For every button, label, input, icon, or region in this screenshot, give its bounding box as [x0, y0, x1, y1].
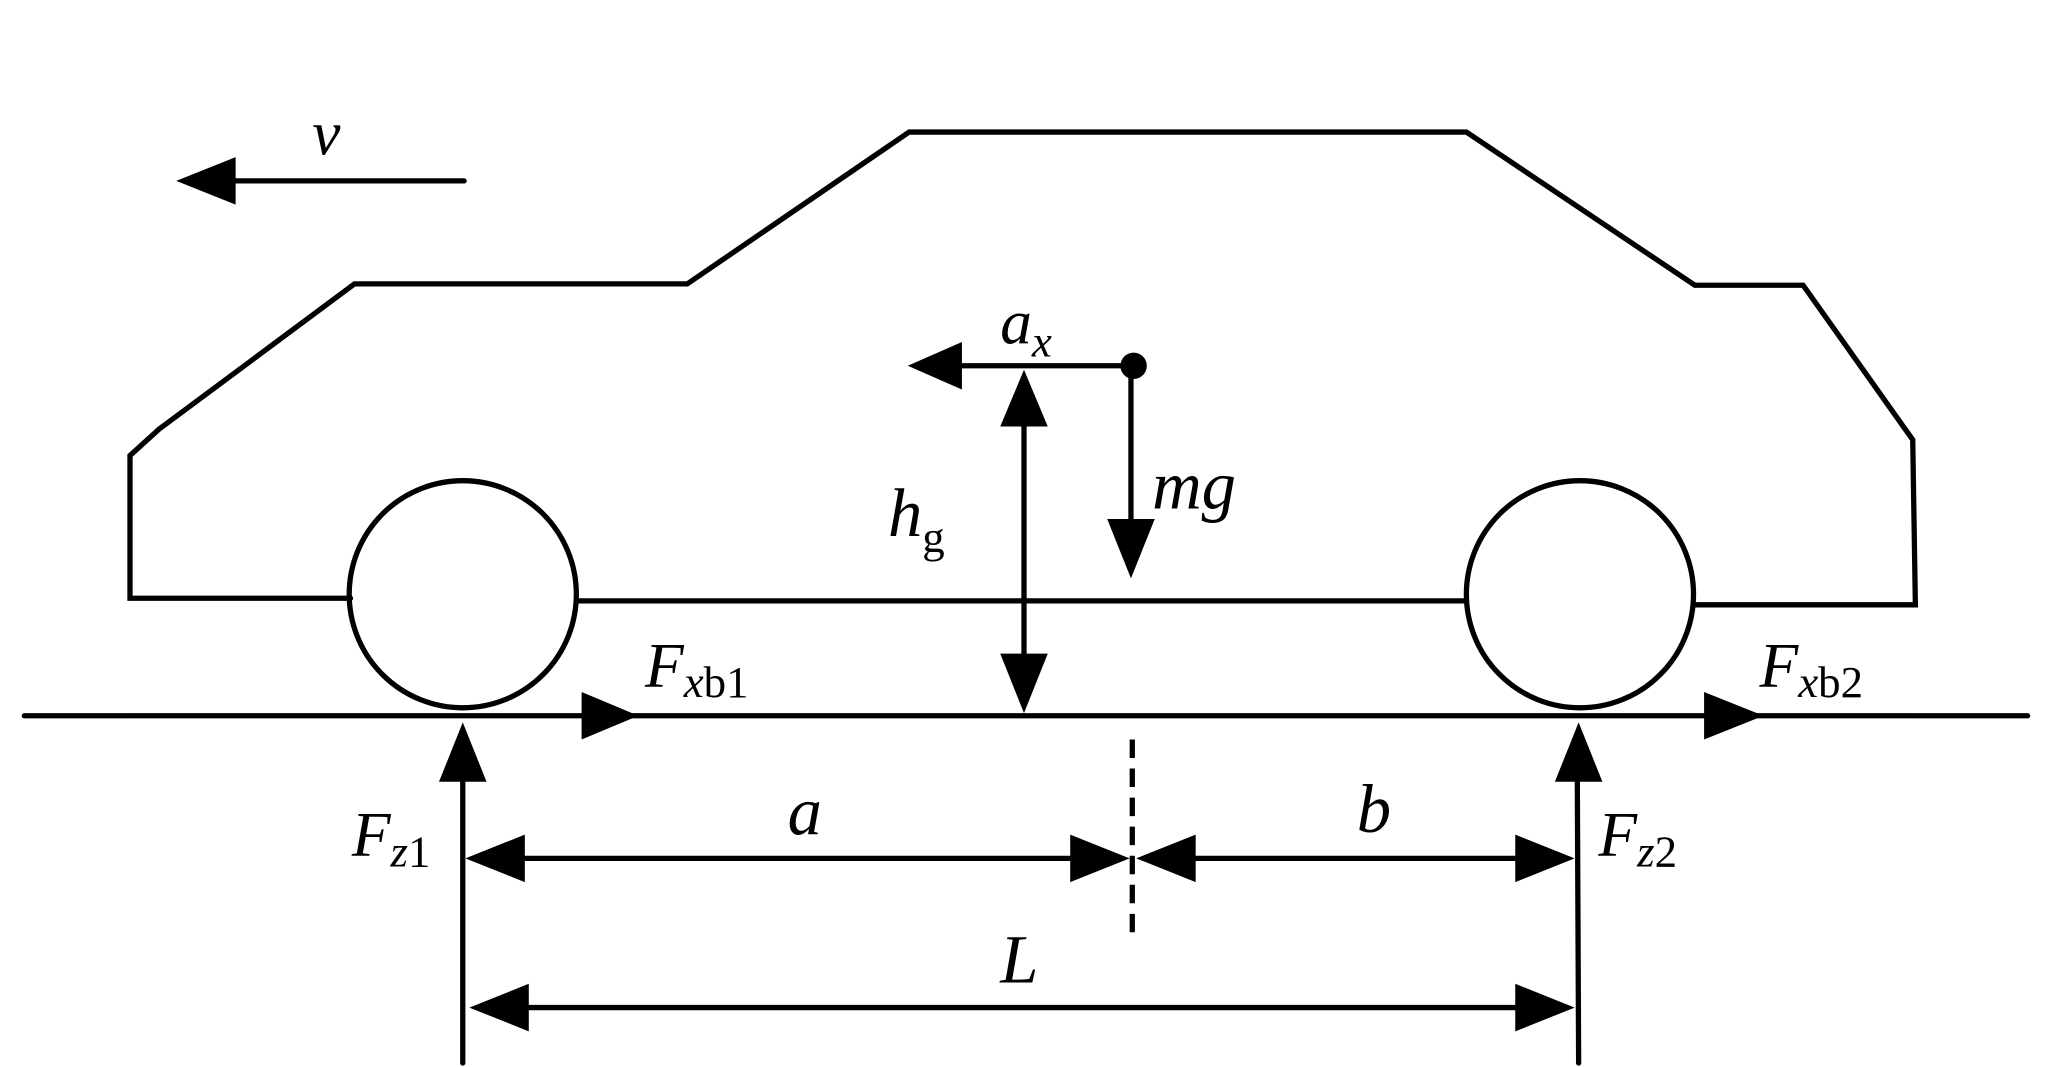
dimension-l-arrow-right	[1515, 983, 1575, 1032]
cg-height-arrow-bottom	[1000, 653, 1048, 714]
dimension-b-arrow-right	[1515, 834, 1575, 883]
dimension-b-arrow-left	[1136, 834, 1196, 883]
dimension-l-arrow-left	[469, 983, 529, 1032]
gravity-label: mg	[1152, 447, 1236, 523]
gravity-arrow-head	[1107, 518, 1155, 579]
dimension-a-label: a	[788, 774, 822, 850]
cg-height-arrow-top	[1000, 369, 1048, 427]
car-body-outline	[127, 129, 1919, 608]
rear-brake-force-arrow	[1704, 691, 1764, 740]
front-wheel	[346, 478, 579, 711]
front-brake-force-label: Fxb1	[644, 631, 749, 708]
rear-wheel	[1463, 478, 1697, 711]
rear-normal-force-shaft	[1574, 776, 1582, 1066]
dimension-l-label: L	[999, 921, 1038, 997]
dimension-a-arrow-right	[1070, 834, 1130, 883]
rear-brake-force-label: Fxb2	[1759, 631, 1864, 708]
rear-normal-force-arrow	[1554, 722, 1603, 782]
front-normal-force-arrow	[438, 722, 487, 782]
acceleration-label: ax	[1000, 287, 1052, 366]
velocity-arrow-head	[176, 157, 236, 205]
dimension-a-arrow-left	[465, 834, 525, 883]
ground-mask	[0, 715, 2048, 1067]
velocity-label: v	[312, 99, 341, 169]
front-normal-force-label: Fz1	[351, 800, 431, 877]
cg-height-label: hg	[888, 475, 945, 562]
acceleration-arrow-head	[907, 342, 962, 390]
dimension-b-label: b	[1357, 771, 1391, 847]
rear-normal-force-label: Fz2	[1597, 800, 1677, 877]
front-brake-force-arrow	[581, 691, 639, 740]
